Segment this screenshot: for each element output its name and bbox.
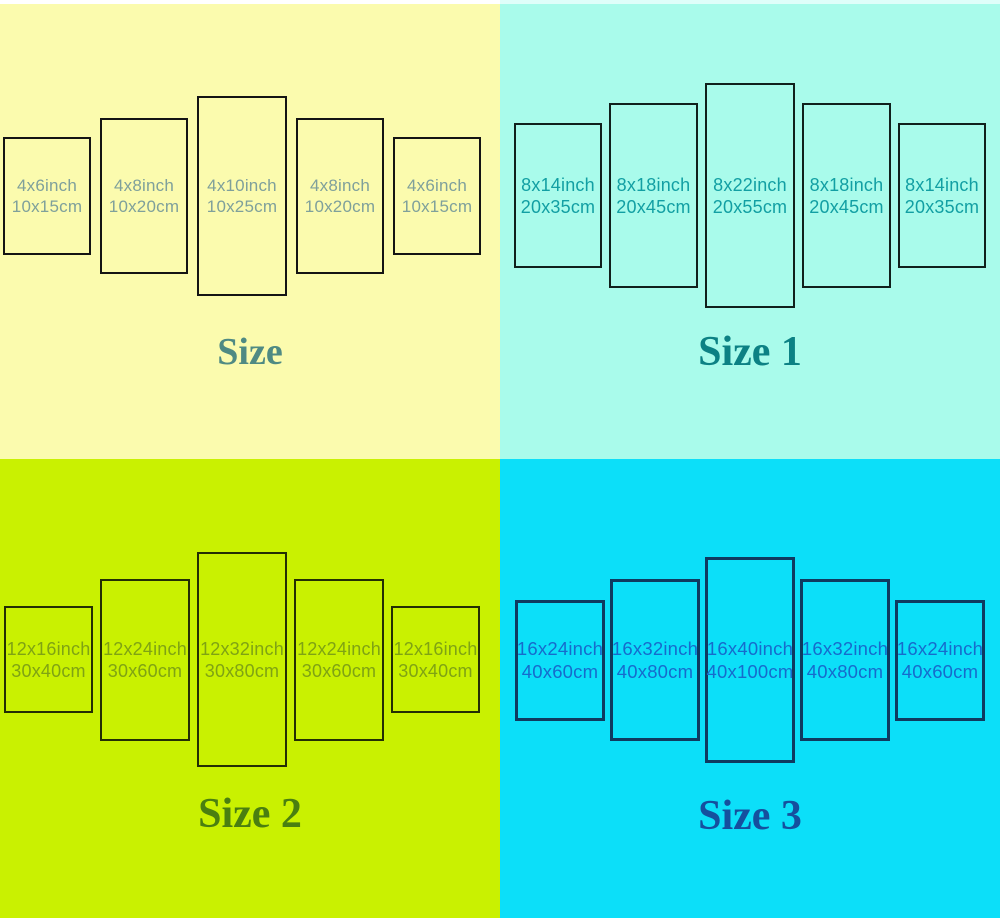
panel-size-cm-label: 30x60cm [107,660,183,681]
panel-size-inch-label: 4x6inch [407,176,467,195]
quadrant-title: Size 3 [698,793,802,839]
panel-size-cm-label: 10x15cm [401,197,473,216]
panel-row: 16x24inch 40x60cm 16x32inch 40x80cm 16x4… [500,459,1000,861]
size-panel: 16x24inch 40x60cm [895,599,985,721]
size-panel: 8x22inch 20x55cm [705,83,795,308]
quadrant-size-3: 16x24inch 40x60cm 16x32inch 40x80cm 16x4… [500,459,1000,918]
panel-size-cm-label: 30x80cm [204,660,280,681]
top-strip-left [0,0,500,4]
panel-size-inch-label: 8x18inch [809,174,884,195]
quadrant-size-1: 8x14inch 20x35cm 8x18inch 20x45cm 8x22in… [500,4,1000,459]
panel-size-inch-label: 8x14inch [521,174,595,195]
quadrant-size-2: 12x16inch 30x40cm 12x24inch 30x60cm 12x3… [0,459,500,918]
panel-size-cm-label: 20x45cm [616,196,691,217]
size-panel: 8x14inch 20x35cm [514,123,602,268]
panel-size-cm-label: 20x45cm [809,196,884,217]
panel-size-cm-label: 40x80cm [806,661,884,682]
size-panel: 12x32inch 30x80cm [197,552,287,767]
panel-size-cm-label: 10x25cm [206,197,278,216]
panel-size-inch-label: 4x8inch [310,176,370,195]
panel-size-cm-label: 40x60cm [901,661,979,682]
panel-size-inch-label: 16x24inch [516,638,604,659]
size-panel: 12x16inch 30x40cm [391,606,480,713]
panel-row: 12x16inch 30x40cm 12x24inch 30x60cm 12x3… [0,459,492,860]
quadrant-size: 4x6inch 10x15cm 4x8inch 10x20cm 4x10inch… [0,4,500,459]
size-panel: 4x10inch 10x25cm [197,96,287,296]
panel-size-inch-label: 16x32inch [801,638,889,659]
quadrant-title: Size 2 [198,791,302,837]
size-panel: 12x24inch 30x60cm [294,578,384,741]
quadrant-title: Size 1 [698,329,802,375]
panel-size-inch-label: 8x14inch [905,174,979,195]
panel-row: 4x6inch 10x15cm 4x8inch 10x20cm 4x10inch… [0,4,492,388]
panel-size-inch-label: 16x32inch [611,638,699,659]
panel-size-inch-label: 12x24inch [103,638,187,659]
panel-size-cm-label: 40x80cm [616,661,694,682]
panel-size-inch-label: 12x24inch [297,638,381,659]
panel-size-inch-label: 12x32inch [200,638,284,659]
panel-size-cm-label: 20x55cm [712,196,788,217]
panel-size-cm-label: 20x35cm [520,196,596,217]
panel-size-cm-label: 30x60cm [301,660,377,681]
panel-size-cm-label: 10x20cm [108,197,180,216]
size-panel: 8x14inch 20x35cm [898,123,986,268]
size-panel: 16x32inch 40x80cm [800,579,890,741]
size-panel: 4x6inch 10x15cm [393,137,481,255]
panel-size-cm-label: 10x15cm [11,197,83,216]
size-panel: 12x24inch 30x60cm [100,578,190,741]
panel-size-inch-label: 12x16inch [6,638,91,659]
panel-size-inch-label: 4x6inch [17,176,77,195]
size-panel: 4x8inch 10x20cm [100,118,188,274]
panel-size-inch-label: 16x40inch [706,638,794,659]
panel-size-cm-label: 10x20cm [304,197,376,216]
top-strip-right [500,0,1000,4]
panel-size-cm-label: 30x40cm [11,660,86,681]
size-panel: 4x6inch 10x15cm [3,137,91,255]
size-panel: 16x24inch 40x60cm [515,599,605,721]
panel-size-cm-label: 40x100cm [706,661,794,682]
top-strip [0,0,1000,4]
panel-size-cm-label: 40x60cm [521,661,599,682]
panel-size-inch-label: 4x8inch [114,176,174,195]
panel-size-inch-label: 8x18inch [616,174,691,195]
panel-size-inch-label: 16x24inch [896,638,984,659]
panel-size-inch-label: 8x22inch [713,174,787,195]
size-panel: 16x40inch 40x100cm [705,557,795,763]
size-panel: 8x18inch 20x45cm [802,103,891,288]
panel-size-cm-label: 20x35cm [904,196,980,217]
panel-size-cm-label: 30x40cm [398,660,473,681]
quadrant-title: Size [217,331,283,373]
size-panel: 12x16inch 30x40cm [4,606,93,713]
panel-row: 8x14inch 20x35cm 8x18inch 20x45cm 8x22in… [500,4,1000,387]
panel-size-inch-label: 12x16inch [393,638,478,659]
size-panel: 4x8inch 10x20cm [296,118,384,274]
size-panel: 16x32inch 40x80cm [610,579,700,741]
size-panel: 8x18inch 20x45cm [609,103,698,288]
panel-size-inch-label: 4x10inch [207,176,277,195]
